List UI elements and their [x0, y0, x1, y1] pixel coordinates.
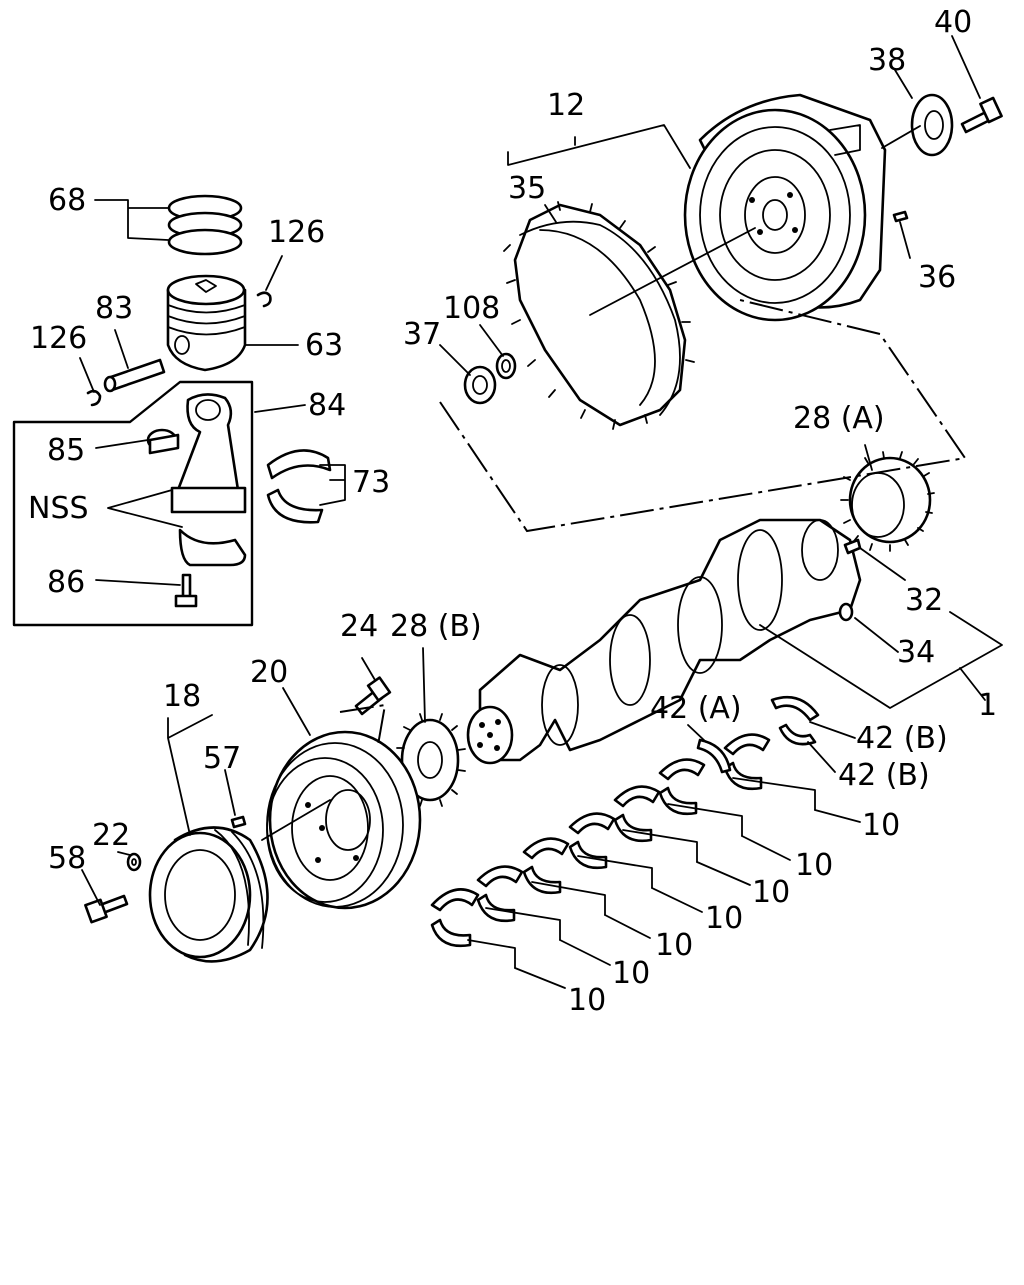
callout-42a: 42 (A): [650, 691, 742, 726]
thrust-washers: [696, 695, 820, 774]
callout-37: 37: [403, 317, 441, 352]
bearing-tags: [467, 777, 816, 969]
callout-40: 40: [934, 5, 972, 40]
callout-35: 35: [508, 171, 546, 206]
callout-10-4: 10: [705, 901, 743, 936]
callout-10-6: 10: [612, 956, 650, 991]
piston: [166, 274, 247, 372]
callout-126-lower: 126: [30, 321, 87, 356]
crank-gear-a: [840, 451, 935, 552]
washer-22: [126, 852, 142, 872]
dowel-pin-36: [892, 210, 909, 223]
callout-36: 36: [918, 260, 956, 295]
rod-bearing-upper: [266, 449, 332, 480]
ring-gear: [503, 201, 695, 430]
crankshaft: [466, 518, 862, 765]
callout-labels: 40 38 12 35 36 108 37 28 (A) 32 34 1 68 …: [28, 5, 997, 1018]
pin-34: [838, 602, 854, 622]
callout-42b-upper: 42 (B): [856, 721, 948, 756]
pilot-bearing-37: [463, 365, 497, 405]
callout-85: 85: [47, 433, 85, 468]
piston-rings: [167, 194, 243, 256]
callout-38: 38: [868, 43, 906, 78]
callout-108: 108: [443, 291, 500, 326]
callout-10-5: 10: [655, 928, 693, 963]
callout-10-7: 10: [568, 983, 606, 1018]
callout-1: 1: [978, 688, 997, 723]
flex-plate: [910, 93, 954, 157]
callout-63: 63: [305, 328, 343, 363]
bolt-58: [84, 894, 129, 924]
callout-126-upper: 126: [268, 215, 325, 250]
connecting-rod: [170, 393, 247, 514]
callout-34: 34: [897, 635, 935, 670]
callout-18: 18: [163, 679, 201, 714]
callout-42b-lower: 42 (B): [838, 758, 930, 793]
callout-86: 86: [47, 565, 85, 600]
crank-pulley: [148, 826, 269, 963]
callout-10-1: 10: [862, 808, 900, 843]
rod-cap: [178, 528, 247, 567]
dashed-boundaries: [339, 299, 967, 746]
callout-73: 73: [352, 465, 390, 500]
callout-22: 22: [92, 818, 130, 853]
callout-32: 32: [905, 583, 943, 618]
leader-lines: [79, 35, 1003, 989]
rod-bushing: [146, 428, 180, 455]
piston-pin: [103, 358, 166, 393]
rod-bearing-lower: [266, 488, 324, 524]
nss-assembly-box: [12, 380, 254, 627]
callout-58: 58: [48, 841, 86, 876]
callout-28a: 28 (A): [793, 401, 885, 436]
snap-ring-126-left: [86, 389, 102, 407]
spacer-108: [495, 352, 517, 380]
callout-12: 12: [547, 88, 585, 123]
snap-ring-126-right: [256, 291, 272, 308]
callout-57: 57: [203, 741, 241, 776]
rod-bolt: [174, 573, 198, 608]
callout-10-2: 10: [795, 848, 833, 883]
callout-10-3: 10: [752, 875, 790, 910]
damper-pulley: [266, 730, 422, 910]
bolt-40: [960, 96, 1003, 134]
flywheel: [683, 93, 887, 322]
callout-20: 20: [250, 655, 288, 690]
callout-24: 24: [340, 609, 378, 644]
crank-gear-b: [396, 713, 466, 807]
callout-28b: 28 (B): [390, 609, 482, 644]
callout-84: 84: [308, 388, 346, 423]
key-57: [230, 815, 247, 829]
callout-nss: NSS: [28, 491, 89, 526]
callout-68: 68: [48, 183, 86, 218]
callout-83: 83: [95, 291, 133, 326]
